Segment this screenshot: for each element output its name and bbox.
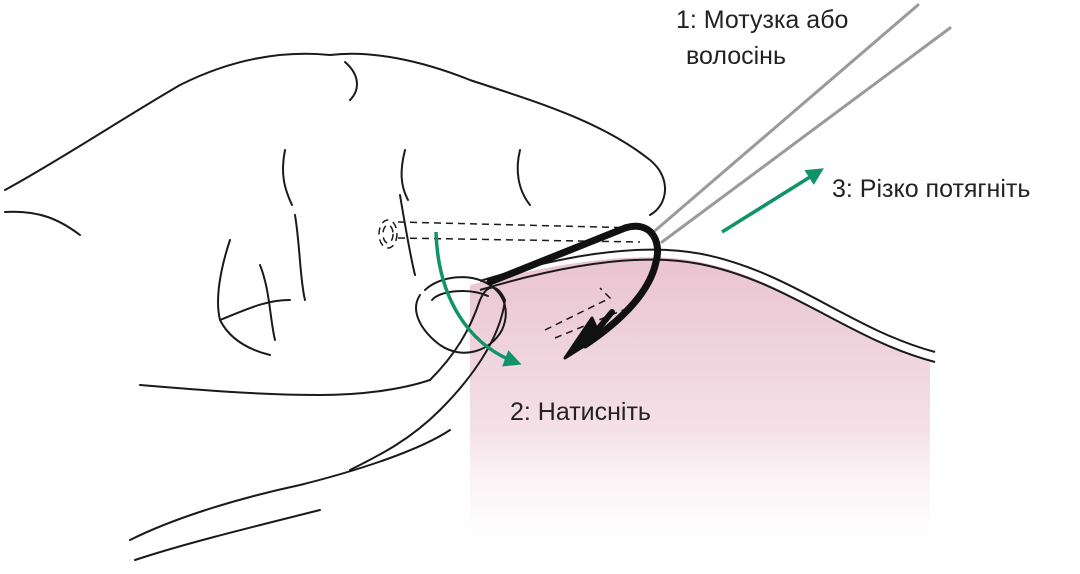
press-arrow-icon — [434, 231, 522, 367]
fishing-line — [648, 3, 952, 244]
pull-arrow-icon — [721, 168, 824, 234]
label-step2: 2: Натисніть — [510, 398, 651, 426]
label-step1-line2: волосінь — [686, 42, 786, 70]
fish-hook-icon — [486, 222, 661, 360]
hand-outline — [4, 52, 666, 561]
hidden-lines — [378, 219, 641, 339]
label-step1-line1: 1: Мотузка або — [676, 6, 848, 34]
label-step3: 3: Різко потягніть — [832, 175, 1030, 203]
